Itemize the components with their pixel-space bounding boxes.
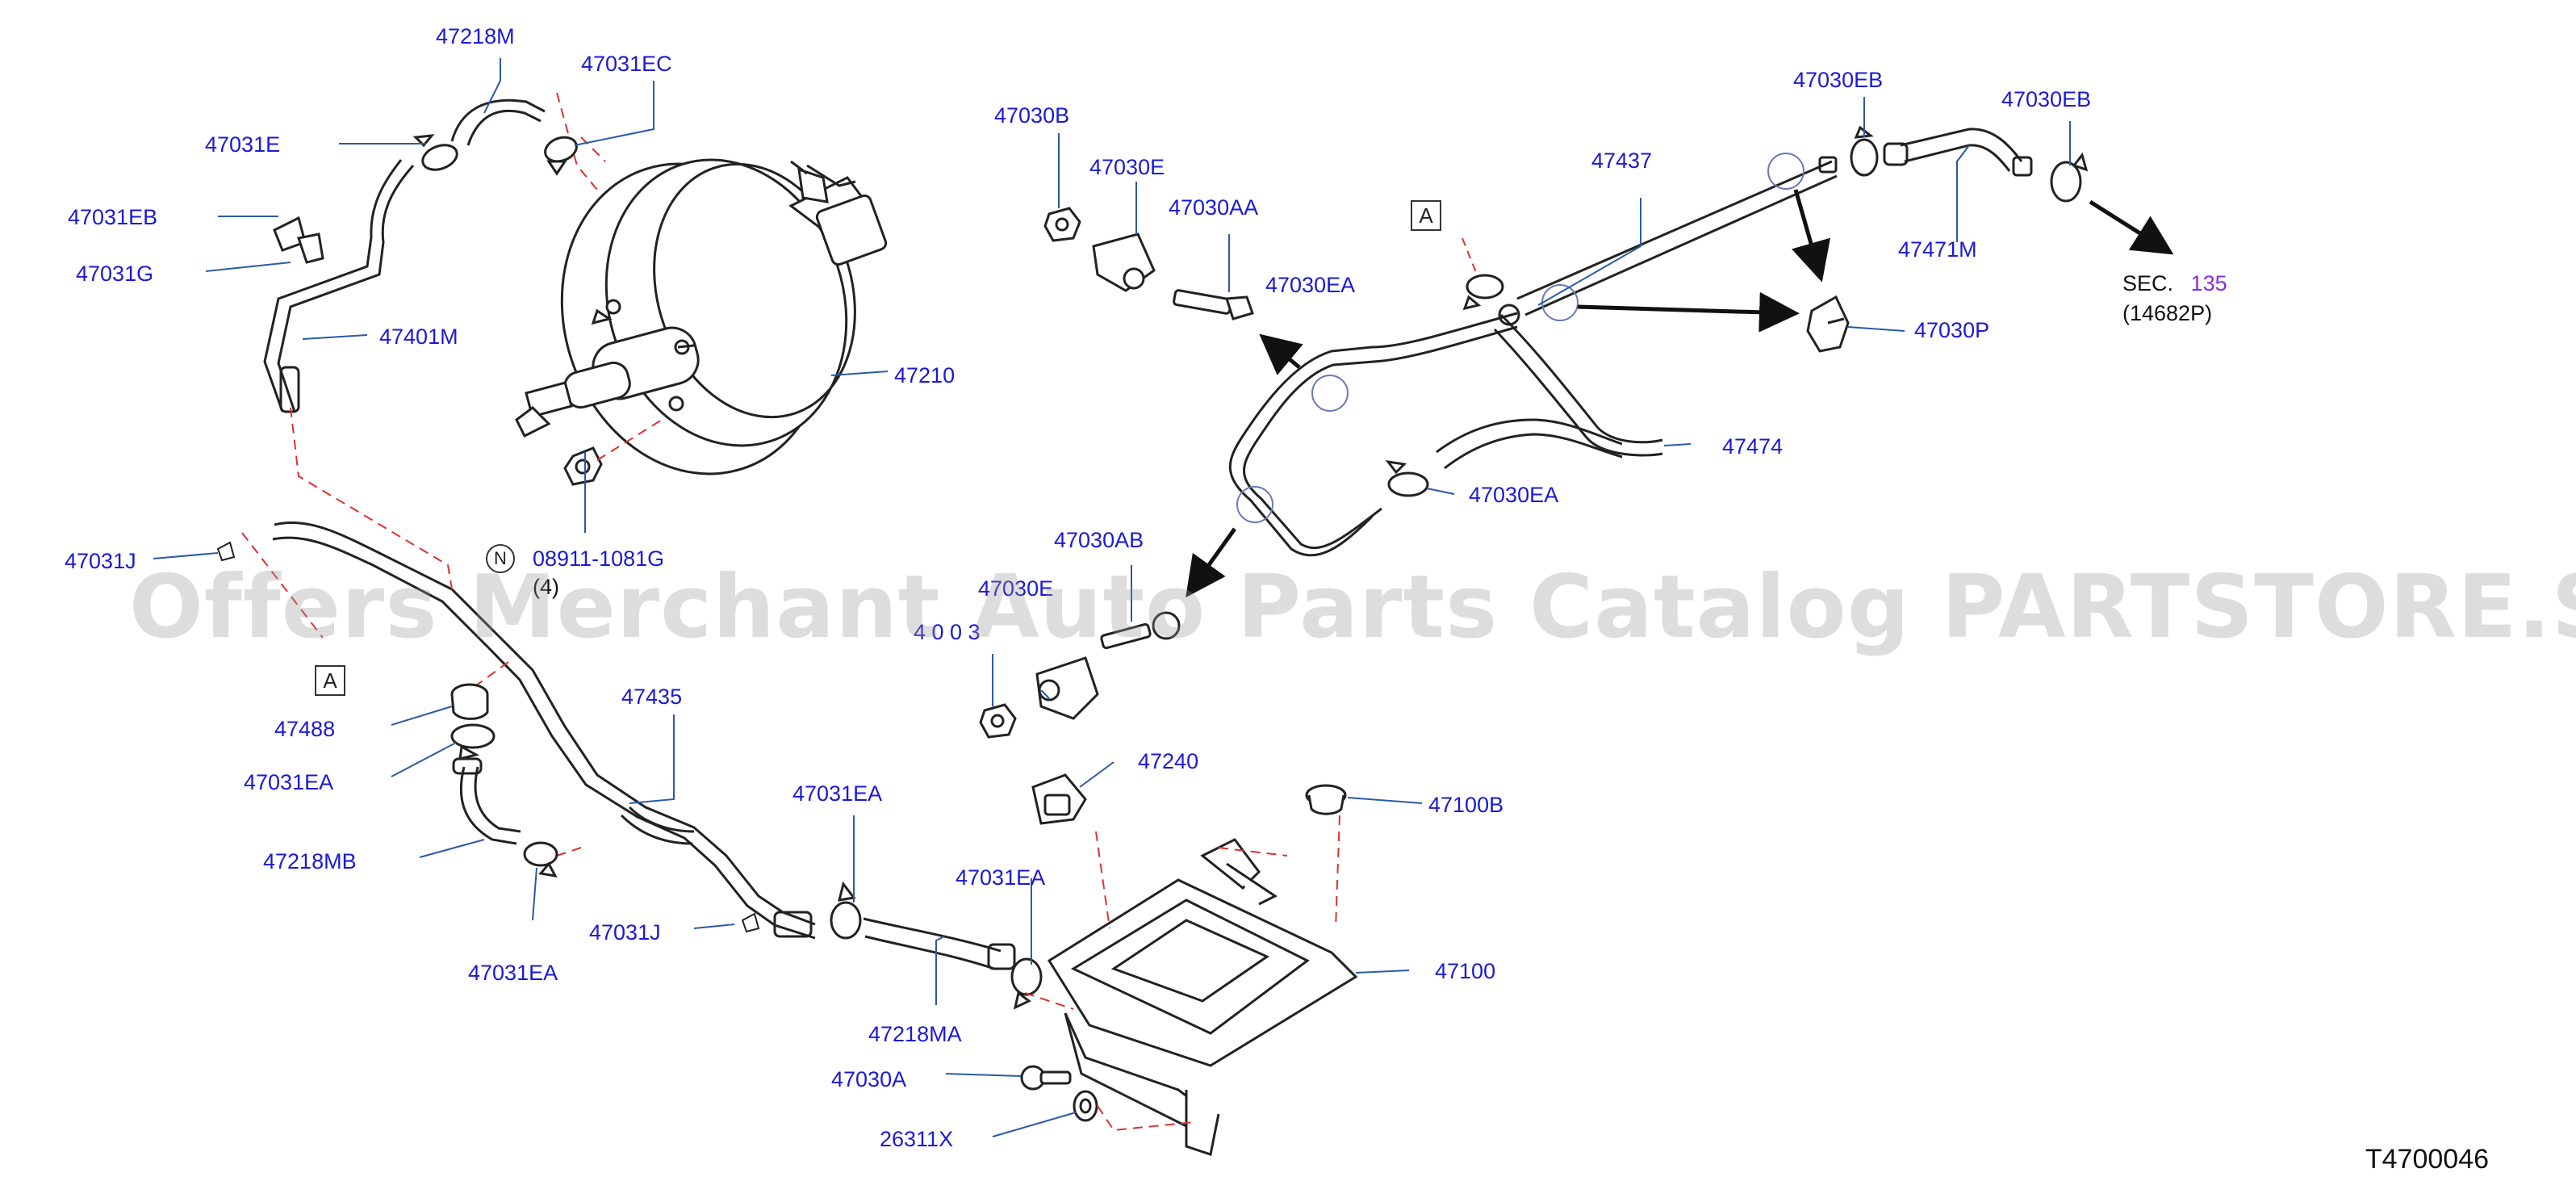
clamp-47030EB-right xyxy=(2050,152,2089,203)
label-47030P[interactable]: 47030P xyxy=(1914,318,1990,342)
booster-nut-08911 xyxy=(563,446,603,486)
label-26311X[interactable]: 26311X xyxy=(880,1127,954,1151)
clamp-47031EA-tank xyxy=(1010,957,1043,1010)
callout-circles xyxy=(1236,153,1804,523)
label-47218MA[interactable]: 47218MA xyxy=(868,1022,962,1046)
clip-47031J-lower xyxy=(741,912,760,933)
section-part-ref: (14682P) xyxy=(2122,301,2213,325)
label-08911-qty: (4) xyxy=(533,575,559,599)
label-47030-partial[interactable]: 4 0 0 3 xyxy=(914,620,981,644)
switch-47240 xyxy=(1031,773,1087,825)
label-08911-1081G[interactable]: 08911-1081G xyxy=(533,547,665,571)
label-47210[interactable]: 47210 xyxy=(894,363,956,387)
label-47030B[interactable]: 47030B xyxy=(994,103,1070,128)
bolt-47030AB xyxy=(1100,611,1181,650)
hose-47218MA xyxy=(863,917,1016,970)
watermark: Offers Merchant Auto Parts Catalog PARTS… xyxy=(129,557,2576,658)
grommet-47100B xyxy=(1305,784,1347,815)
bolt-47030A xyxy=(1020,1065,1072,1091)
label-47100[interactable]: 47100 xyxy=(1435,959,1496,983)
booster-dash-lines xyxy=(556,92,663,461)
label-47240[interactable]: 47240 xyxy=(1138,749,1199,773)
direction-arrows xyxy=(1186,189,2174,598)
clamp-47031EA-lower xyxy=(523,841,558,878)
hose-47218MB xyxy=(452,757,521,845)
label-47031EB[interactable]: 47031EB xyxy=(68,205,158,229)
label-47030EA-lower[interactable]: 47030EA xyxy=(1469,483,1559,507)
bracket-47030E-lower xyxy=(1035,656,1099,720)
label-47218M[interactable]: 47218M xyxy=(436,24,515,48)
bolt-47030AA xyxy=(1173,289,1254,320)
section-reference[interactable]: SEC. 135 (14682P) xyxy=(2122,271,2227,326)
label-47031J-lower[interactable]: 47031J xyxy=(589,920,661,945)
vacuum-tube-47435 xyxy=(272,521,816,940)
label-47030E-lower[interactable]: 47030E xyxy=(978,576,1054,601)
upper-dash-line xyxy=(1462,237,1478,275)
nut-47030B xyxy=(1043,207,1081,242)
section-number[interactable]: 135 xyxy=(2190,271,2227,295)
vacuum-tank-47100 xyxy=(1047,838,1358,1156)
tank-dash-lines xyxy=(1024,815,1340,1132)
grommet-47488 xyxy=(450,683,489,720)
clamp-47030EA-upper xyxy=(1462,274,1504,311)
view-a-marker-top[interactable]: A xyxy=(1411,200,1441,231)
washer-26311X xyxy=(1073,1090,1098,1122)
hose-47218M xyxy=(450,98,546,146)
brake-booster-47210 xyxy=(515,158,888,475)
vacuum-tube-47474 xyxy=(1228,304,1663,557)
clip-47031EB xyxy=(273,216,324,264)
bracket-47030E-upper xyxy=(1092,232,1156,292)
label-47031EC[interactable]: 47031EC xyxy=(581,52,672,76)
label-47401M[interactable]: 47401M xyxy=(379,325,458,349)
label-47471M[interactable]: 47471M xyxy=(1898,237,1977,262)
clamp-47031EA-left xyxy=(450,723,496,760)
label-47030E-upper[interactable]: 47030E xyxy=(1089,155,1165,179)
label-47030AA[interactable]: 47030AA xyxy=(1169,195,1259,220)
label-47030EB-left[interactable]: 47030EB xyxy=(1793,68,1884,92)
label-47030AB[interactable]: 47030AB xyxy=(1054,528,1144,552)
clamp-47031EA-mid xyxy=(830,881,862,940)
label-47100B[interactable]: 47100B xyxy=(1428,793,1504,817)
label-47031EA-mid[interactable]: 47031EA xyxy=(792,781,883,806)
hose-47471M xyxy=(1883,128,2033,177)
label-47031EA-bottom[interactable]: 47031EA xyxy=(468,961,558,985)
nut-47030-lower xyxy=(979,703,1017,739)
vacuum-hose-47401M xyxy=(263,159,415,413)
label-47435[interactable]: 47435 xyxy=(621,685,683,709)
label-47488[interactable]: 47488 xyxy=(274,717,336,741)
note-n-marker: N xyxy=(486,544,515,573)
label-47030A[interactable]: 47030A xyxy=(831,1067,907,1091)
label-47030EA-upper[interactable]: 47030EA xyxy=(1265,273,1356,297)
clamp-47031EC xyxy=(544,136,578,176)
label-47031J-upper[interactable]: 47031J xyxy=(65,549,136,573)
label-47031EA-tank[interactable]: 47031EA xyxy=(956,865,1046,890)
leader-lines xyxy=(153,58,2071,1137)
vacuum-tube-47437 xyxy=(1516,156,1838,316)
section-prefix: SEC. xyxy=(2122,271,2174,295)
label-47030EB-right[interactable]: 47030EB xyxy=(2001,87,2092,111)
label-47437[interactable]: 47437 xyxy=(1591,149,1653,173)
label-47031E[interactable]: 47031E xyxy=(205,132,281,157)
label-47031G[interactable]: 47031G xyxy=(76,262,154,286)
clip-47030P xyxy=(1806,295,1850,353)
clamp-47030EA-lower xyxy=(1385,459,1429,497)
clip-47031J-upper xyxy=(216,541,236,562)
view-a-marker-left[interactable]: A xyxy=(315,665,345,696)
label-47218MB[interactable]: 47218MB xyxy=(263,849,357,873)
label-47031EA-left[interactable]: 47031EA xyxy=(244,770,334,794)
diagram-code: T4700046 xyxy=(2365,1144,2489,1175)
clamp-47031E xyxy=(412,134,458,171)
label-47474[interactable]: 47474 xyxy=(1722,434,1784,459)
tube-dash-lines xyxy=(241,407,582,865)
